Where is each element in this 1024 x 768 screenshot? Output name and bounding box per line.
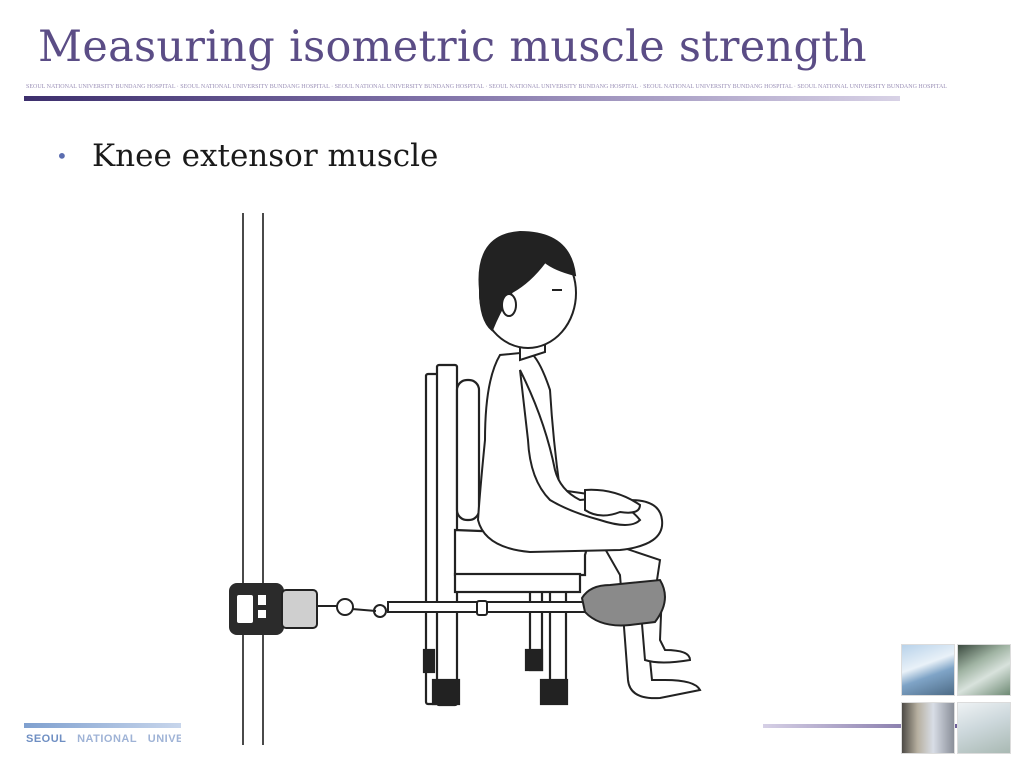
hospital-photo-3 <box>901 702 955 754</box>
bullet-text: Knee extensor muscle <box>92 138 439 174</box>
hospital-photo-2 <box>957 644 1011 696</box>
title-underline <box>24 96 900 101</box>
chair-icon <box>422 363 588 707</box>
banner-watermark-text: SEOUL NATIONAL UNIVERSITY BUNDANG HOSPIT… <box>26 84 947 90</box>
footer-accent-bar-right <box>763 724 961 728</box>
knee-extensor-test-illustration <box>229 213 702 745</box>
wall-icon <box>242 213 264 745</box>
hospital-photo-1 <box>901 644 955 696</box>
seated-child-icon <box>476 230 702 700</box>
handheld-dynamometer-icon <box>229 583 318 635</box>
footer-word-national: NATIONAL <box>77 733 138 745</box>
bullet-marker: • <box>56 144 68 168</box>
knee-pad-icon <box>580 578 666 627</box>
footer-brand-text: SEOUL NATIONAL UNIVE <box>26 733 181 745</box>
footer-accent-bar-left <box>24 723 181 728</box>
hospital-photo-4 <box>957 702 1011 754</box>
slide-title: Measuring isometric muscle strength <box>38 22 867 72</box>
bullet-item: • Knee extensor muscle <box>56 138 438 174</box>
footer-word-seoul: SEOUL <box>26 733 67 745</box>
hospital-thumbnail-grid <box>897 640 1015 758</box>
footer-word-unive: UNIVE <box>147 733 181 745</box>
